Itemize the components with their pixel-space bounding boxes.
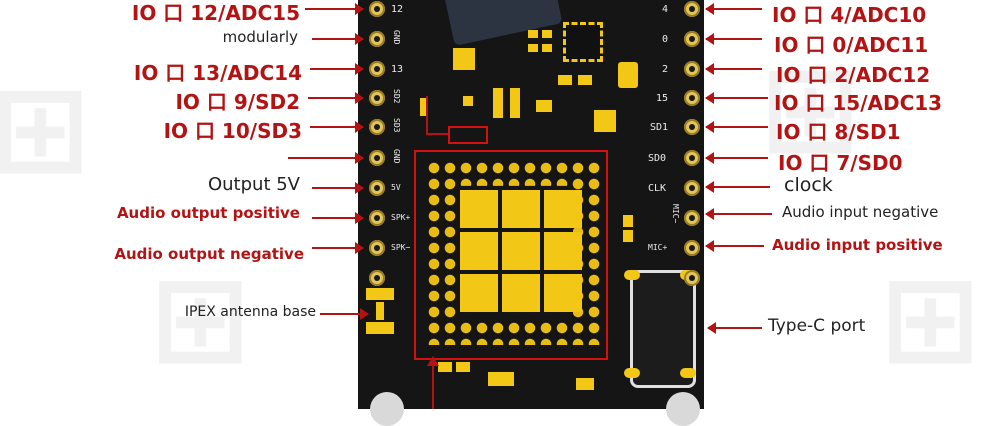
pin-left-7 — [369, 180, 385, 196]
silk-right-5: SD1 — [650, 122, 669, 133]
silk-left-1: 12 — [391, 4, 404, 15]
pin-left-6 — [369, 150, 385, 166]
pin-right-2 — [684, 31, 700, 47]
arrow-left-3 — [310, 63, 364, 75]
silk-right-8: MIC− — [671, 204, 680, 224]
watermark-glyph: ⊞ — [0, 60, 91, 199]
pin-right-1 — [684, 1, 700, 17]
module-highlight-box — [414, 150, 608, 360]
arrow-right-5 — [705, 121, 768, 133]
label-audio-input-positive: Audio input positive — [772, 236, 943, 254]
arrow-right-2 — [705, 33, 762, 45]
arrow-right-4 — [705, 92, 768, 104]
mounting-hole — [666, 392, 700, 426]
label-io10: IO 口 10/SD3 — [163, 119, 302, 143]
mounting-hole — [370, 392, 404, 426]
pin-right-5 — [684, 119, 700, 135]
silk-left-5: SD3 — [392, 118, 401, 133]
box-connector-line — [426, 133, 448, 135]
arrow-right-9 — [705, 240, 764, 252]
silk-left-7: 5V — [391, 183, 401, 192]
pin-left-5 — [369, 119, 385, 135]
arrow-left-4 — [308, 92, 364, 104]
label-io15: IO 口 15/ADC13 — [774, 91, 943, 115]
pin-right-3 — [684, 61, 700, 77]
qfn-chip — [563, 22, 603, 62]
arrow-left-9 — [312, 242, 364, 254]
pin-left-3 — [369, 61, 385, 77]
arrow-left-6 — [288, 152, 364, 164]
box-connector-line — [426, 96, 428, 134]
pin-left-4 — [369, 90, 385, 106]
label-type-c-port: Type-C port — [768, 316, 866, 336]
silk-left-6: GND — [392, 149, 401, 164]
module-pointer-arrowhead — [427, 356, 439, 366]
pin-left-2 — [369, 31, 385, 47]
silk-right-3: 2 — [662, 64, 669, 75]
pin-left-9 — [369, 240, 385, 256]
arrow-left-10 — [320, 308, 369, 320]
label-io0: IO 口 0/ADC11 — [774, 33, 929, 57]
arrow-left-2 — [312, 33, 364, 45]
silk-right-1: 4 — [662, 4, 669, 15]
label-io2: IO 口 2/ADC12 — [776, 63, 931, 87]
arrow-right-6 — [705, 152, 768, 164]
watermark-glyph: ⊞ — [760, 40, 861, 179]
pin-right-6 — [684, 150, 700, 166]
watermark-glyph: ⊞ — [880, 250, 981, 389]
silk-left-4: SD2 — [392, 89, 401, 104]
arrow-left-5 — [310, 121, 364, 133]
pin-right-9 — [684, 240, 700, 256]
silk-left-3: 13 — [391, 64, 404, 75]
led-highlight-box — [448, 126, 488, 144]
silk-right-9: MIC+ — [648, 243, 668, 252]
pin-left-8 — [369, 210, 385, 226]
pin-right-7 — [684, 180, 700, 196]
silk-right-7: CLK — [648, 183, 667, 194]
pin-left-10 — [369, 270, 385, 286]
arrow-left-8 — [312, 212, 364, 224]
silk-right-4: 15 — [656, 93, 669, 104]
label-io8: IO 口 8/SD1 — [776, 120, 901, 144]
label-io13: IO 口 13/ADC14 — [133, 61, 302, 85]
label-audio-output-positive: Audio output positive — [116, 204, 300, 222]
ipex-antenna-base — [366, 288, 394, 300]
silk-right-6: SD0 — [648, 153, 667, 164]
label-output-5v: Output 5V — [207, 174, 300, 195]
label-audio-output-negative: Audio output negative — [114, 245, 304, 263]
silk-left-2: GND — [392, 30, 401, 45]
silk-left-9: SPK− — [391, 243, 411, 252]
label-io9: IO 口 9/SD2 — [175, 90, 300, 114]
label-modularly: modularly — [222, 28, 298, 46]
arrow-right-8 — [705, 208, 772, 220]
watermark-glyph: ⊞ — [150, 250, 251, 389]
label-clock: clock — [784, 174, 833, 196]
arrow-left-1 — [305, 3, 364, 15]
arrow-right-7 — [705, 181, 770, 193]
silk-right-2: 0 — [662, 34, 669, 45]
label-io4: IO 口 4/ADC10 — [772, 3, 927, 27]
top-component — [443, 0, 563, 46]
arrow-left-7 — [312, 182, 364, 194]
pin-right-8 — [684, 210, 700, 226]
arrow-right-1 — [705, 3, 762, 15]
label-audio-input-negative: Audio input negative — [782, 203, 939, 221]
label-io12: IO 口 12/ADC15 — [131, 1, 300, 25]
label-ipex-antenna-base: IPEX antenna base — [184, 304, 316, 320]
module-pointer-line — [432, 362, 434, 409]
pin-left-1 — [369, 1, 385, 17]
pin-right-4 — [684, 90, 700, 106]
arrow-right-3 — [705, 63, 762, 75]
silk-left-8: SPK+ — [391, 213, 411, 222]
pin-right-10 — [684, 270, 700, 286]
arrow-right-10 — [707, 322, 762, 334]
label-io7: IO 口 7/SD0 — [778, 151, 903, 175]
